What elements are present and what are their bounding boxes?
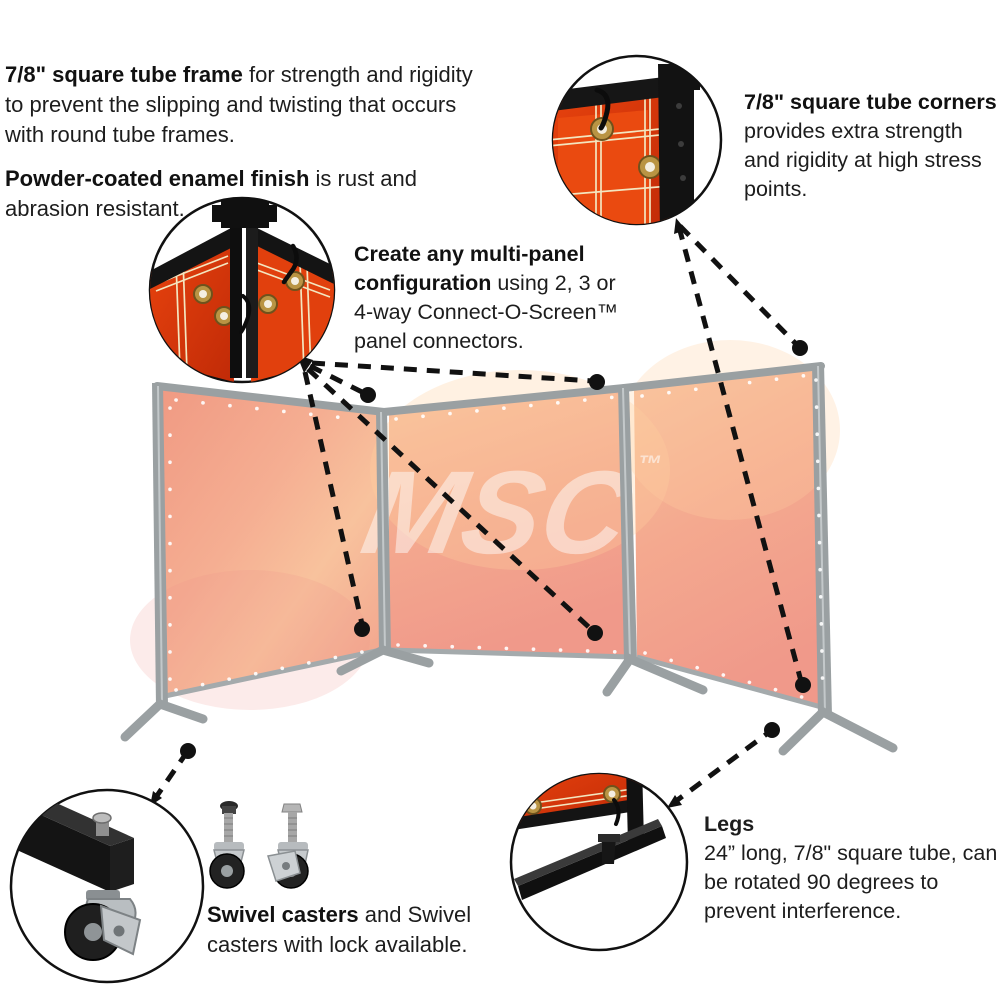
junction-2-foot bbox=[602, 653, 708, 697]
casters-note-rest: and Swivel casters with lock available. bbox=[207, 902, 472, 957]
caster-product-photos bbox=[209, 801, 309, 889]
connectors-note-bold: Create any multi-panel configuration bbox=[354, 242, 585, 295]
welding-screen: MSC ™ bbox=[120, 340, 898, 756]
inset-post-left bbox=[230, 216, 242, 378]
tie-hook-icon bbox=[239, 294, 252, 334]
frame-note-bold: 7/8" square tube frame bbox=[5, 62, 243, 87]
frame-finish-note: 7/8" square tube frame for strength and … bbox=[5, 60, 475, 238]
connectors-note: Create any multi-panel configuration usi… bbox=[354, 240, 626, 356]
post-bolts bbox=[676, 103, 686, 181]
legs-note: Legs 24” long, 7/8" square tube, can be … bbox=[704, 810, 1000, 926]
swivel-caster-photo bbox=[209, 801, 245, 889]
inset-corner-post bbox=[658, 64, 700, 224]
corners-note: 7/8" square tube corners provides extra … bbox=[744, 88, 998, 204]
callout-dot bbox=[354, 621, 370, 637]
t-leg-icon bbox=[514, 819, 666, 900]
frame-note-rest: for strength and rigidity to prevent the… bbox=[5, 62, 473, 147]
swivel-caster-icon bbox=[64, 890, 142, 961]
top-rails bbox=[153, 362, 825, 416]
tie-hook-icon bbox=[612, 798, 621, 826]
right-foot bbox=[778, 706, 898, 756]
watermark-text: MSC bbox=[353, 447, 643, 579]
arrowhead-icon bbox=[674, 218, 686, 234]
legs-note-heading: Legs bbox=[704, 812, 755, 836]
callout-dot bbox=[764, 722, 780, 738]
inset-corner-detail bbox=[551, 54, 723, 226]
callout-lines bbox=[151, 224, 804, 807]
junction-1-foot bbox=[336, 645, 434, 676]
finish-note: Powder-coated enamel finish is rust and … bbox=[5, 164, 475, 224]
inset-top-rail bbox=[553, 76, 672, 112]
callout-dot bbox=[795, 677, 811, 693]
inset-bottom-rail bbox=[512, 798, 643, 830]
casters-note: Swivel casters and Swivel casters with l… bbox=[207, 900, 497, 960]
bolt-icon bbox=[92, 812, 112, 836]
msc-watermark: MSC ™ bbox=[353, 447, 664, 579]
left-foot bbox=[120, 698, 208, 742]
inset-left-rail bbox=[150, 228, 231, 290]
callout-dot bbox=[360, 387, 376, 403]
tie-hook-icon bbox=[594, 87, 611, 131]
callout-dot bbox=[587, 625, 603, 641]
callout-dots bbox=[180, 340, 811, 759]
inset-legs-detail bbox=[509, 772, 689, 952]
screen-feet bbox=[120, 645, 898, 756]
bottom-rails bbox=[164, 647, 826, 711]
callout-dot bbox=[792, 340, 808, 356]
connector-clamp-icon bbox=[212, 198, 277, 228]
inset-post-right bbox=[246, 216, 258, 378]
locking-caster-photo bbox=[267, 803, 309, 889]
post-highlights bbox=[157, 365, 826, 714]
screen-panel-right bbox=[634, 367, 826, 710]
callout-dot bbox=[180, 743, 196, 759]
arrowhead-icon bbox=[667, 795, 682, 808]
inset-connector-detail bbox=[148, 196, 336, 384]
casters-note-bold: Swivel casters bbox=[207, 902, 359, 927]
watermark-tm: ™ bbox=[635, 451, 664, 478]
corners-note-bold: 7/8" square tube corners bbox=[744, 90, 997, 114]
callout-dot bbox=[589, 374, 605, 390]
finish-note-bold: Powder-coated enamel finish bbox=[5, 166, 310, 191]
connectors-note-rest: using 2, 3 or 4-way Connect-O-Screen™ pa… bbox=[354, 271, 619, 353]
grommets bbox=[168, 373, 825, 703]
screen-panel-center bbox=[389, 390, 631, 658]
grommet-icon bbox=[193, 271, 305, 326]
inset-caster-detail bbox=[9, 788, 205, 984]
callout-arrowheads bbox=[150, 218, 686, 808]
finish-note-rest: is rust and abrasion resistant. bbox=[5, 166, 418, 221]
legs-note-body: 24” long, 7/8" square tube, can be rotat… bbox=[704, 841, 998, 923]
corners-note-rest: provides extra strength and rigidity at … bbox=[744, 119, 982, 201]
tie-hook-icon bbox=[281, 243, 299, 285]
frame-note: 7/8" square tube frame for strength and … bbox=[5, 60, 475, 150]
inset-post bbox=[626, 774, 644, 844]
